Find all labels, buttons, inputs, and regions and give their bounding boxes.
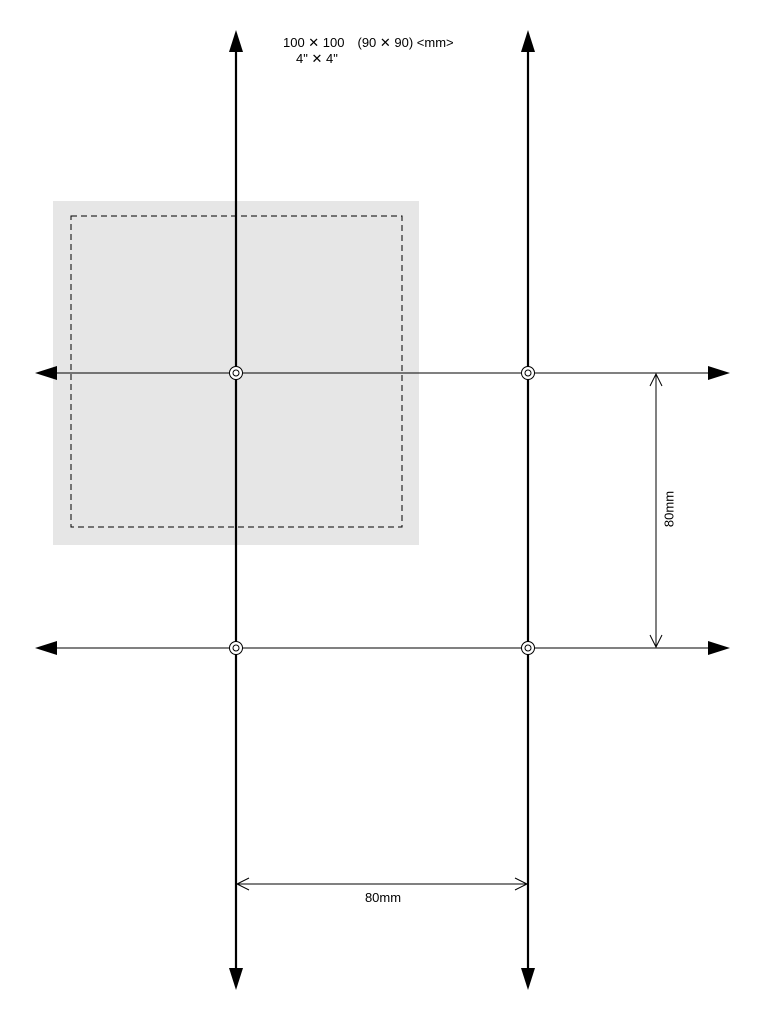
mount-hole-top-left (229, 366, 243, 380)
size-spec-line: 100 ✕ 100 (90 ✕ 90) <mm> (283, 35, 454, 50)
vertical-dimension-label: 80mm (661, 491, 676, 527)
arrow-up-left (229, 30, 243, 52)
mount-hole-bottom-left (229, 641, 243, 655)
mount-hole-bottom-right (521, 641, 535, 655)
arrow-down-left (229, 968, 243, 990)
arrow-left-top (35, 366, 57, 380)
vertical-dimension-line (649, 372, 663, 649)
horizontal-dimension-label: 80mm (365, 890, 401, 905)
horizontal-dimension-line (235, 877, 529, 891)
mount-hole-top-right (521, 366, 535, 380)
arrow-left-bottom (35, 641, 57, 655)
arrow-right-bottom (708, 641, 730, 655)
arrow-right-top (708, 366, 730, 380)
inch-spec-line: 4" ✕ 4" (296, 51, 338, 66)
arrow-down-right (521, 968, 535, 990)
arrow-up-right (521, 30, 535, 52)
